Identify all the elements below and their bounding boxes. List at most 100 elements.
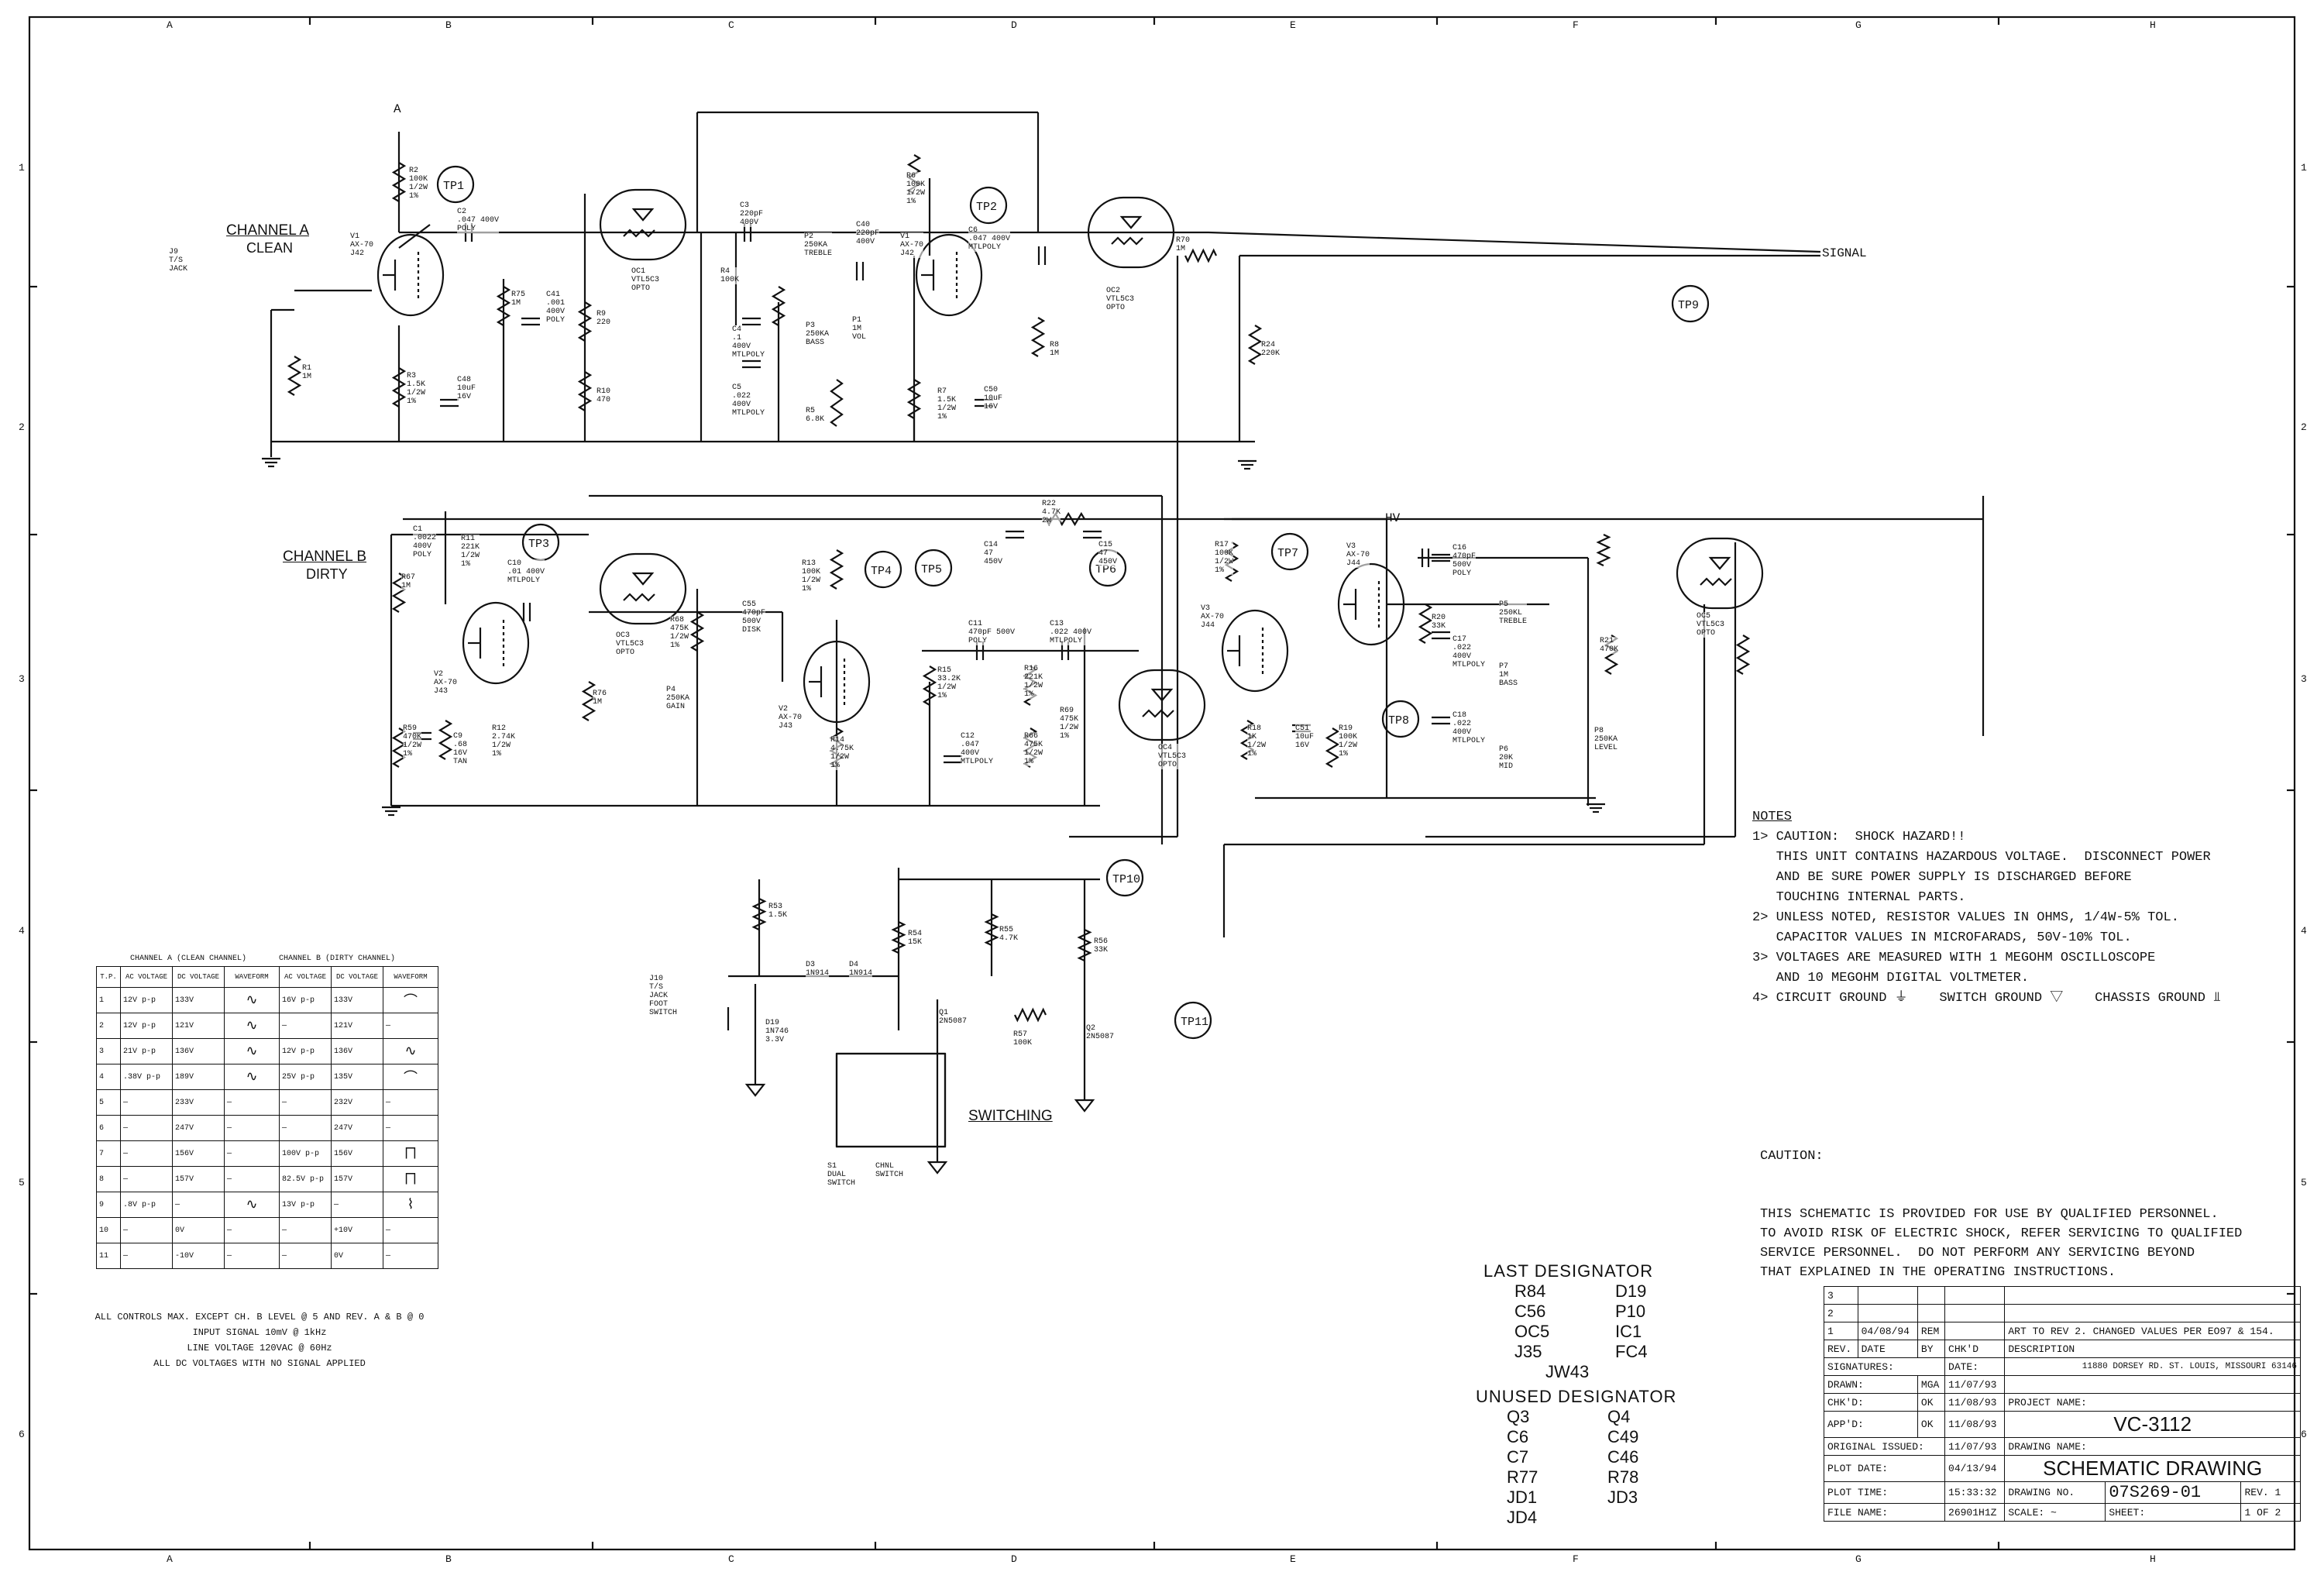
optocoupler-symbol (1676, 537, 1764, 610)
vtable-cell: — (172, 1192, 225, 1218)
title-block-cell: MGA (1917, 1375, 1946, 1394)
row-marker: 3 (2301, 673, 2307, 685)
vtable-cell: 16V p-p (279, 987, 332, 1013)
title-block-cell: SHEET: (2105, 1503, 2242, 1522)
signal-label: SIGNAL (1822, 246, 1867, 260)
column-marker: A (167, 19, 173, 31)
title-block-cell: 11880 DORSEY RD. ST. LOUIS, MISSOURI 631… (2004, 1357, 2301, 1376)
resistor-symbol (906, 379, 922, 419)
vtable-cell: ∿ (224, 1192, 280, 1218)
vtable-footnote: LINE VOLTAGE 120VAC @ 60Hz (187, 1343, 332, 1353)
vtable-cell: — (383, 1243, 438, 1269)
caution-line: THIS SCHEMATIC IS PROVIDED FOR USE BY QU… (1760, 1207, 2219, 1222)
vacuum-tube-symbol (803, 640, 871, 724)
vacuum-tube-symbol (1337, 562, 1405, 646)
designator-item: C49 (1607, 1427, 1639, 1446)
designator-item: JD3 (1607, 1488, 1638, 1507)
vtable-col-header: DC VOLTAGE (172, 966, 225, 988)
title-block-cell (1917, 1286, 1946, 1305)
row-marker: 5 (2301, 1177, 2307, 1188)
vtable-cell: 12V p-p (120, 987, 173, 1013)
title-block-cell: DRAWING NO. (2004, 1481, 2106, 1504)
note-line: TOUCHING INTERNAL PARTS. (1752, 890, 1966, 905)
designator-item (1607, 1508, 1685, 1528)
vtable-footnote: INPUT SIGNAL 10mV @ 1kHz (192, 1327, 327, 1338)
designator-item: C56 (1514, 1302, 1546, 1321)
test-point-label: TP5 (921, 563, 942, 576)
table-row: 11—-10V——0V— (96, 1243, 438, 1269)
vtable-cell: ⨅ (383, 1140, 438, 1167)
designator-item: JD4 (1507, 1508, 1538, 1527)
column-marker: E (1290, 19, 1296, 31)
note-line: 4> CIRCUIT GROUND ⏚ SWITCH GROUND ▽ CHAS… (1752, 991, 2221, 1006)
last-designator-extra: JW43 (1545, 1362, 1590, 1381)
vtable-cell: — (224, 1217, 280, 1243)
title-block-cell (2004, 1286, 2301, 1305)
voltage-table-footnotes: ALL CONTROLS MAX. EXCEPT CH. B LEVEL @ 5… (54, 1309, 465, 1371)
channel-b-title: CHANNEL B (283, 549, 367, 565)
designator-item: C7 (1507, 1447, 1529, 1467)
test-point-circle (1671, 284, 1710, 323)
vtable-cell: 11 (96, 1243, 121, 1269)
vtable-cell: 10 (96, 1217, 121, 1243)
vtable-cell: — (279, 1013, 332, 1039)
title-block-cell: DESCRIPTION (2004, 1340, 2301, 1358)
test-point-circle (969, 186, 1008, 225)
vtable-cell: +10V (331, 1217, 383, 1243)
row-marker: 1 (19, 162, 25, 174)
resistor-symbol (287, 356, 302, 396)
resistor-symbol (1325, 727, 1340, 768)
last-designator-title: LAST DESIGNATOR (1483, 1261, 1654, 1281)
resistor-symbol (1030, 317, 1046, 357)
column-marker: D (1011, 1553, 1017, 1565)
title-block-cell: FILE NAME: (1823, 1503, 1946, 1522)
table-row: 5—233V——232V— (96, 1089, 438, 1116)
switch-ground-symbol (927, 1161, 948, 1175)
title-block-cell (1944, 1286, 2006, 1305)
vtable-cell: ⌒ (383, 987, 438, 1013)
vtable-cell: 157V (331, 1166, 383, 1192)
vtable-cell: .38V p-p (120, 1064, 173, 1090)
note-line: AND BE SURE POWER SUPPLY IS DISCHARGED B… (1752, 870, 2132, 885)
designator-item: R77 (1507, 1467, 1538, 1487)
note-line: CAPACITOR VALUES IN MICROFARADS, 50V-10%… (1752, 930, 2132, 945)
caution-block: CAUTION: THIS SCHEMATIC IS PROVIDED FOR … (1760, 1108, 2302, 1302)
designator-item: OC5 (1514, 1322, 1550, 1341)
vtable-cell: 189V (172, 1064, 225, 1090)
table-row: 10—0V——+10V— (96, 1217, 438, 1243)
switch-ground-symbol (1074, 1099, 1095, 1113)
column-marker: H (2150, 1553, 2156, 1565)
title-block-cell: 11/08/93 (1944, 1411, 2006, 1438)
title-block-row: 2 (1824, 1304, 2301, 1322)
vtable-cell: 133V (331, 987, 383, 1013)
switch-ground-symbol (744, 1083, 766, 1097)
vtable-cell: 156V (331, 1140, 383, 1167)
vtable-cell: — (383, 1115, 438, 1141)
resistor-symbol (984, 913, 999, 946)
test-point-label: TP6 (1095, 563, 1116, 576)
vacuum-tube-symbol (462, 601, 530, 685)
